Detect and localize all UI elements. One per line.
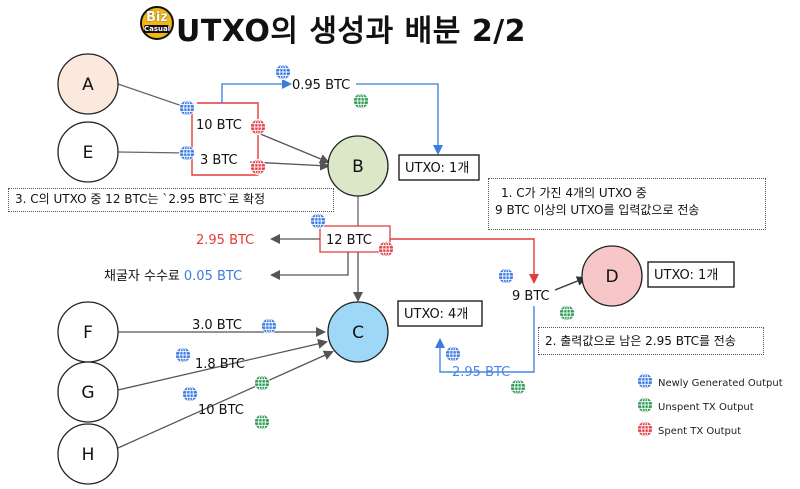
globe-green-icon <box>254 414 270 430</box>
node-b-label: B <box>352 157 364 177</box>
legend-label-new: Newly Generated Output <box>658 378 783 389</box>
edge-e-to-b <box>117 151 189 154</box>
label-9btc: 9 BTC <box>512 289 550 304</box>
globe-green-icon <box>510 379 526 395</box>
legend-label-spent: Spent TX Output <box>658 426 741 437</box>
label-change-0.95: 0.95 BTC <box>292 78 350 93</box>
edge-g-to-c <box>117 338 328 391</box>
globe-blue-icon <box>179 145 195 161</box>
node-f-label: F <box>83 323 93 343</box>
edge-9btc-to-d <box>554 276 587 291</box>
label-12btc: 12 BTC <box>326 233 372 248</box>
legend-label-unspent: Unspent TX Output <box>658 402 754 413</box>
node-b <box>327 135 389 197</box>
note-step-3: 3. C의 UTXO 중 12 BTC는 `2.95 BTC`로 확정 <box>8 188 334 212</box>
globe-blue-icon <box>179 100 195 116</box>
node-g-label: G <box>81 383 94 403</box>
note-step-3-text: 3. C의 UTXO 중 12 BTC는 `2.95 BTC`로 확정 <box>15 192 266 206</box>
edge-spend-to-d <box>390 238 539 284</box>
label-e-to-b: 3 BTC <box>200 153 238 168</box>
label-h-to-c: 10 BTC <box>198 403 244 418</box>
edge-change-to-utxo <box>356 83 443 155</box>
globe-green-icon <box>559 305 575 321</box>
utxo-box-b-label: UTXO: 1개 <box>405 161 469 176</box>
utxo-box-c <box>397 300 483 327</box>
edge-h-to-c <box>117 350 334 449</box>
utxo-box-d <box>647 261 735 288</box>
node-h <box>57 423 119 485</box>
fee-label: 채굴자 수수료 0.05 BTC <box>104 269 242 284</box>
globe-green-icon <box>254 375 270 391</box>
fee-label-text: 채굴자 수수료 <box>104 269 180 284</box>
note-step-2: 2. 출력값으로 남은 2.95 BTC를 전송 <box>538 327 764 355</box>
globe-green-icon <box>637 397 653 413</box>
globe-blue-icon <box>275 64 291 80</box>
edge-change-up <box>221 79 292 103</box>
label-a-to-b: 10 BTC <box>196 118 242 133</box>
fee-amount: 0.05 BTC <box>184 269 242 284</box>
globe-blue-icon <box>637 373 653 389</box>
edge-inputs-to-b <box>257 132 330 164</box>
utxo-box-b <box>398 154 480 181</box>
node-c <box>327 301 389 363</box>
node-a <box>57 53 119 115</box>
node-d-label: D <box>605 267 618 287</box>
globe-blue-icon <box>261 318 277 334</box>
page-title: UTXO의 생성과 배분 2/2 <box>176 14 527 49</box>
label-f-to-c: 3.0 BTC <box>192 318 242 333</box>
note-step-2-text: 2. 출력값으로 남은 2.95 BTC를 전송 <box>545 334 736 348</box>
label-change-2.95: 2.95 BTC <box>452 365 510 380</box>
edge-a-to-b <box>117 83 189 109</box>
bizcasual-logo: Biz Casual <box>140 6 174 40</box>
logo-text-casual: Casual <box>144 25 171 33</box>
globe-red-icon <box>378 241 394 257</box>
note-step-1-line1: 1. C가 가진 4개의 UTXO 중 <box>501 186 647 200</box>
logo-text-biz: Biz <box>146 10 168 25</box>
edge-change-back-to-c <box>435 306 535 373</box>
globe-blue-icon <box>310 213 326 229</box>
node-a-label: A <box>82 75 94 95</box>
globe-red-icon <box>250 119 266 135</box>
node-h-label: H <box>82 445 95 465</box>
globe-blue-icon <box>445 346 461 362</box>
globe-green-icon <box>353 93 369 109</box>
node-e-label: E <box>83 143 94 163</box>
node-e <box>57 121 119 183</box>
utxo-box-d-label: UTXO: 1개 <box>654 268 718 283</box>
node-c-label: C <box>352 323 364 343</box>
globe-blue-icon <box>175 347 191 363</box>
utxo-box-c-label: UTXO: 4개 <box>404 307 468 322</box>
globe-blue-icon <box>498 268 514 284</box>
edge-to-fee <box>270 252 349 280</box>
node-d <box>581 245 643 307</box>
label-g-to-c: 1.8 BTC <box>195 357 245 372</box>
label-2.95-left: 2.95 BTC <box>196 233 254 248</box>
globe-red-icon <box>250 159 266 175</box>
globe-blue-icon <box>182 386 198 402</box>
node-g <box>57 361 119 423</box>
note-step-1: 1. C가 가진 4개의 UTXO 중 9 BTC 이상의 UTXO를 입력값으… <box>488 178 766 230</box>
note-step-1-line2: 9 BTC 이상의 UTXO를 입력값으로 전송 <box>495 203 700 217</box>
globe-red-icon <box>637 421 653 437</box>
